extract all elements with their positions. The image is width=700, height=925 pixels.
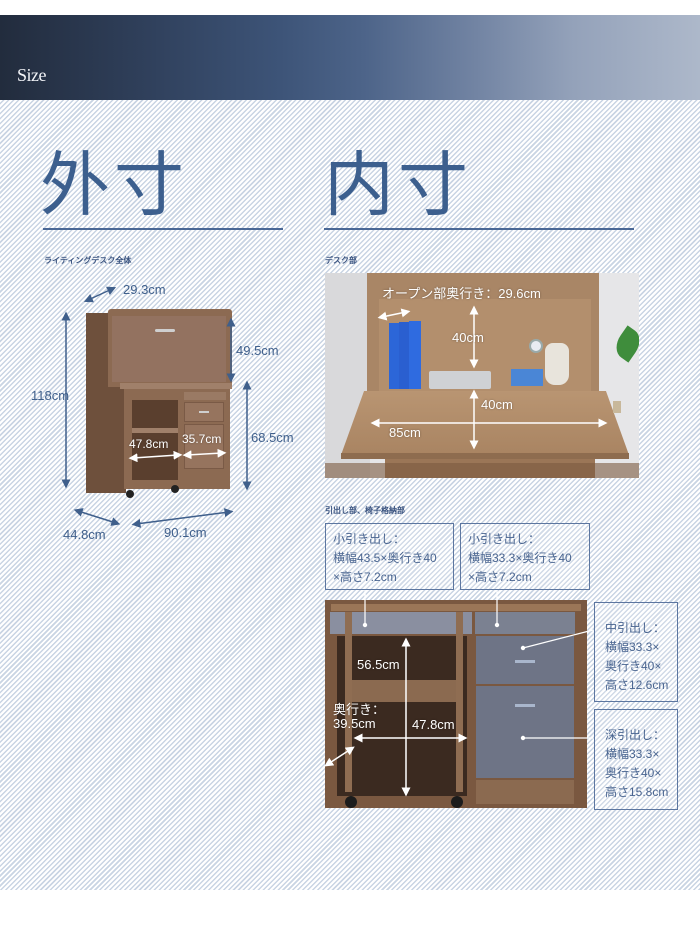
caster-photo-left xyxy=(345,796,357,808)
right-deep-drawer xyxy=(184,424,224,469)
deep-drawer-handle-photo xyxy=(515,704,535,707)
dim-depth-bottom: 44.8cm xyxy=(63,527,106,542)
floor xyxy=(325,463,639,478)
caster-left xyxy=(126,490,134,498)
dim-chair-width: 47.8cm xyxy=(412,717,455,732)
dim-chair-height: 56.5cm xyxy=(357,657,400,672)
box-line: 奥行き40× xyxy=(605,659,662,673)
dim-width-total: 90.1cm xyxy=(164,525,207,540)
box-line: 横幅33.3× xyxy=(605,747,660,761)
dim-inner-width-left: 47.8cm xyxy=(129,437,169,451)
deep-drawer-photo xyxy=(476,686,574,778)
dim-desk-width: 85cm xyxy=(389,425,421,440)
outer-size-heading: 外寸 xyxy=(40,144,188,226)
tape-dispenser xyxy=(511,369,543,386)
dim-open-height: 40cm xyxy=(452,330,484,345)
binder-3 xyxy=(409,321,421,389)
dim-height-upper: 49.5cm xyxy=(236,343,279,358)
desk-sub-label: デスク部 xyxy=(325,256,357,265)
outer-sub-label: ライティングデスク全体 xyxy=(44,256,132,265)
chair-cart-right xyxy=(456,612,463,792)
binder-1 xyxy=(389,323,399,389)
cabinet-base xyxy=(476,780,574,804)
inner-heading-rule xyxy=(324,228,634,230)
box-line: 中引出し： xyxy=(605,621,666,635)
info-box-deep-drawer: 深引出し： 横幅33.3× 奥行き40× 高さ15.8cm xyxy=(594,709,678,810)
box-line: 小引き出し： xyxy=(333,532,406,546)
chair-shelf xyxy=(132,428,178,433)
middle-drawer-handle-photo xyxy=(515,660,535,663)
cabinet-top xyxy=(331,604,581,611)
right-small-drawer-photo xyxy=(475,612,575,634)
middle-drawer-handle xyxy=(199,411,209,413)
chair-opening xyxy=(132,400,178,480)
desk-counter xyxy=(120,383,232,389)
box-line: ×高さ7.2cm xyxy=(333,570,397,584)
box-line: 高さ12.6cm xyxy=(605,678,669,692)
dim-depth-top: 29.3cm xyxy=(123,282,166,297)
desk-edge xyxy=(341,453,629,459)
dim-chair-depth-label: 奥行き： xyxy=(333,702,386,717)
inner-size-heading: 内寸 xyxy=(324,144,472,226)
desk-photo xyxy=(325,273,639,478)
clock xyxy=(529,339,543,353)
binder-2 xyxy=(399,322,409,389)
box-line: 横幅33.3× xyxy=(605,640,660,654)
hutch-handle xyxy=(155,329,175,332)
caster-right xyxy=(171,485,179,493)
info-box-middle-drawer: 中引出し： 横幅33.3× 奥行き40× 高さ12.6cm xyxy=(594,602,678,702)
box-line: 横幅43.5×奥行き40 xyxy=(333,551,437,565)
laptop xyxy=(429,371,491,389)
box-line: 横幅33.3×奥行き40 xyxy=(468,551,572,565)
dim-height-total: 118cm xyxy=(31,388,70,403)
dim-inner-width-right: 35.7cm xyxy=(182,432,222,446)
info-box-small-drawer-left: 小引き出し： 横幅43.5×奥行き40 ×高さ7.2cm xyxy=(325,523,454,590)
hutch-front xyxy=(112,316,226,382)
drawer-sub-label: 引出し部、椅子格納部 xyxy=(325,506,405,515)
dim-chair-depth: 39.5cm xyxy=(333,716,376,731)
wall-outlet xyxy=(613,401,621,413)
right-small-drawer xyxy=(184,392,226,400)
dim-height-lower: 68.5cm xyxy=(251,430,294,445)
header-banner: Size xyxy=(0,15,700,100)
box-line: 深引出し： xyxy=(605,728,666,742)
dim-open-depth: オープン部奥行き：29.6cm xyxy=(382,286,541,301)
page-title: Size xyxy=(17,65,47,85)
chair-cart-left xyxy=(345,612,352,792)
box-line: 奥行き40× xyxy=(605,766,662,780)
box-line: 小引き出し： xyxy=(468,532,541,546)
box-line: 高さ15.8cm xyxy=(605,785,669,799)
info-box-small-drawer-right: 小引き出し： 横幅33.3×奥行き40 ×高さ7.2cm xyxy=(460,523,590,590)
humidifier xyxy=(545,343,569,385)
caster-photo-right xyxy=(451,796,463,808)
outer-heading-rule xyxy=(43,228,283,230)
box-line: ×高さ7.2cm xyxy=(468,570,532,584)
dim-desk-depth: 40cm xyxy=(481,397,513,412)
